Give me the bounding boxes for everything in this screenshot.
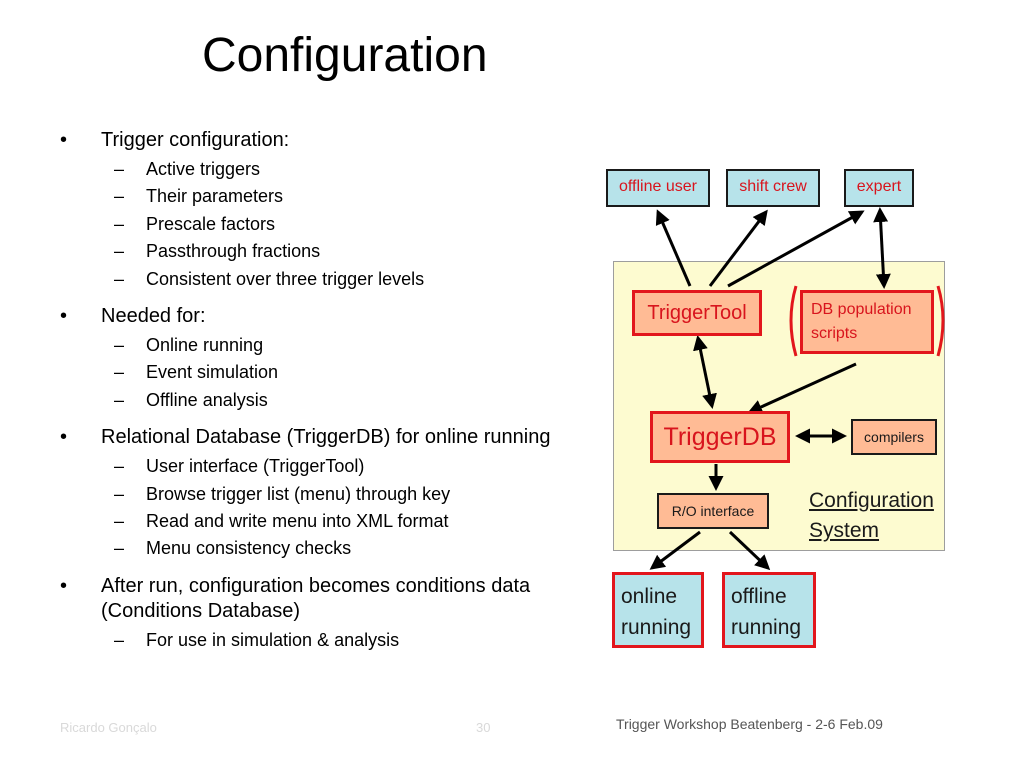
arrow-tool-triggerdb <box>693 335 717 409</box>
bullet-text: Trigger configuration: <box>101 129 290 151</box>
bullet-dot: • <box>60 129 68 151</box>
sub-bullet: –Prescale factors <box>114 213 276 234</box>
sub-bullet: –Consistent over three trigger levels <box>114 268 425 289</box>
sub-bullet: –Passthrough fractions <box>114 241 321 262</box>
bullet-dot: • <box>60 574 68 597</box>
bullet-dot: • <box>60 305 68 328</box>
sub-bullet: –Active triggers <box>114 159 261 179</box>
shift-crew-box: shift crew <box>726 169 820 207</box>
bullet-text: Needed for: <box>101 305 206 328</box>
arrow-tool-to-expert <box>727 210 865 288</box>
slide-title: Configuration <box>202 29 488 82</box>
sub-bullet: –User interface (TriggerTool) <box>114 456 365 477</box>
ro-interface-box: R/O interface <box>657 493 769 529</box>
bullet-group-4: • After run, configuration becomes condit… <box>60 574 580 654</box>
sub-bullet: –Read and write menu into XML format <box>114 511 449 532</box>
arrow-scripts-to-triggerdb <box>747 362 857 414</box>
footer-text: Trigger Workshop Beatenberg - 2-6 Feb.09 <box>616 716 883 732</box>
triggertool-box: TriggerTool <box>632 290 762 336</box>
page-number: 30 <box>476 720 491 735</box>
bullet-text: Relational Database (TriggerDB) for onli… <box>101 426 551 449</box>
triggerdb-box: TriggerDB <box>650 411 790 463</box>
arrow-expert-to-scripts <box>873 207 891 289</box>
arrow-tool-to-offline-user <box>655 209 692 287</box>
bullet-list: • Trigger configuration: –Active triggers… <box>60 128 580 654</box>
bullet-group-2: • Needed for: –Online running –Event simu… <box>60 304 580 414</box>
bullet-dot: • <box>60 426 68 449</box>
expert-box: expert <box>844 169 914 207</box>
arrow-tool-to-shift-crew <box>708 209 768 287</box>
sub-bullet: –Menu consistency checks <box>114 538 352 559</box>
online-running-box: online running <box>612 572 704 648</box>
sub-bullet: –Online running <box>114 335 264 356</box>
left-bracket <box>789 285 798 357</box>
compilers-box: compilers <box>851 419 937 455</box>
arrow-ro-to-online <box>649 530 701 570</box>
footer-author: Ricardo Gonçalo <box>60 720 157 735</box>
bullet-group-1: • Trigger configuration: –Active triggers… <box>60 128 580 293</box>
diagram-arrows <box>649 207 945 571</box>
bullet-text: After run, configuration becomes conditi… <box>101 574 531 622</box>
offline-user-box: offline user <box>606 169 710 207</box>
right-bracket <box>936 285 945 357</box>
arrow-ro-to-offline <box>728 530 771 571</box>
bullet-group-3: • Relational Database (TriggerDB) for onl… <box>60 425 580 563</box>
sub-bullet: –Offline analysis <box>114 389 268 410</box>
configuration-system-label: Configuration System <box>809 489 934 542</box>
sub-bullet: –Browse trigger list (menu) through key <box>114 483 451 504</box>
sub-bullet: –For use in simulation & analysis <box>114 629 400 650</box>
configuration-diagram: offline user shift crew expert TriggerTo… <box>600 160 960 660</box>
offline-running-box: offline running <box>722 572 816 648</box>
sub-bullet: –Event simulation <box>114 362 279 383</box>
sub-bullet: –Their parameters <box>114 186 284 207</box>
db-population-scripts-box: DB population scripts <box>800 290 934 354</box>
